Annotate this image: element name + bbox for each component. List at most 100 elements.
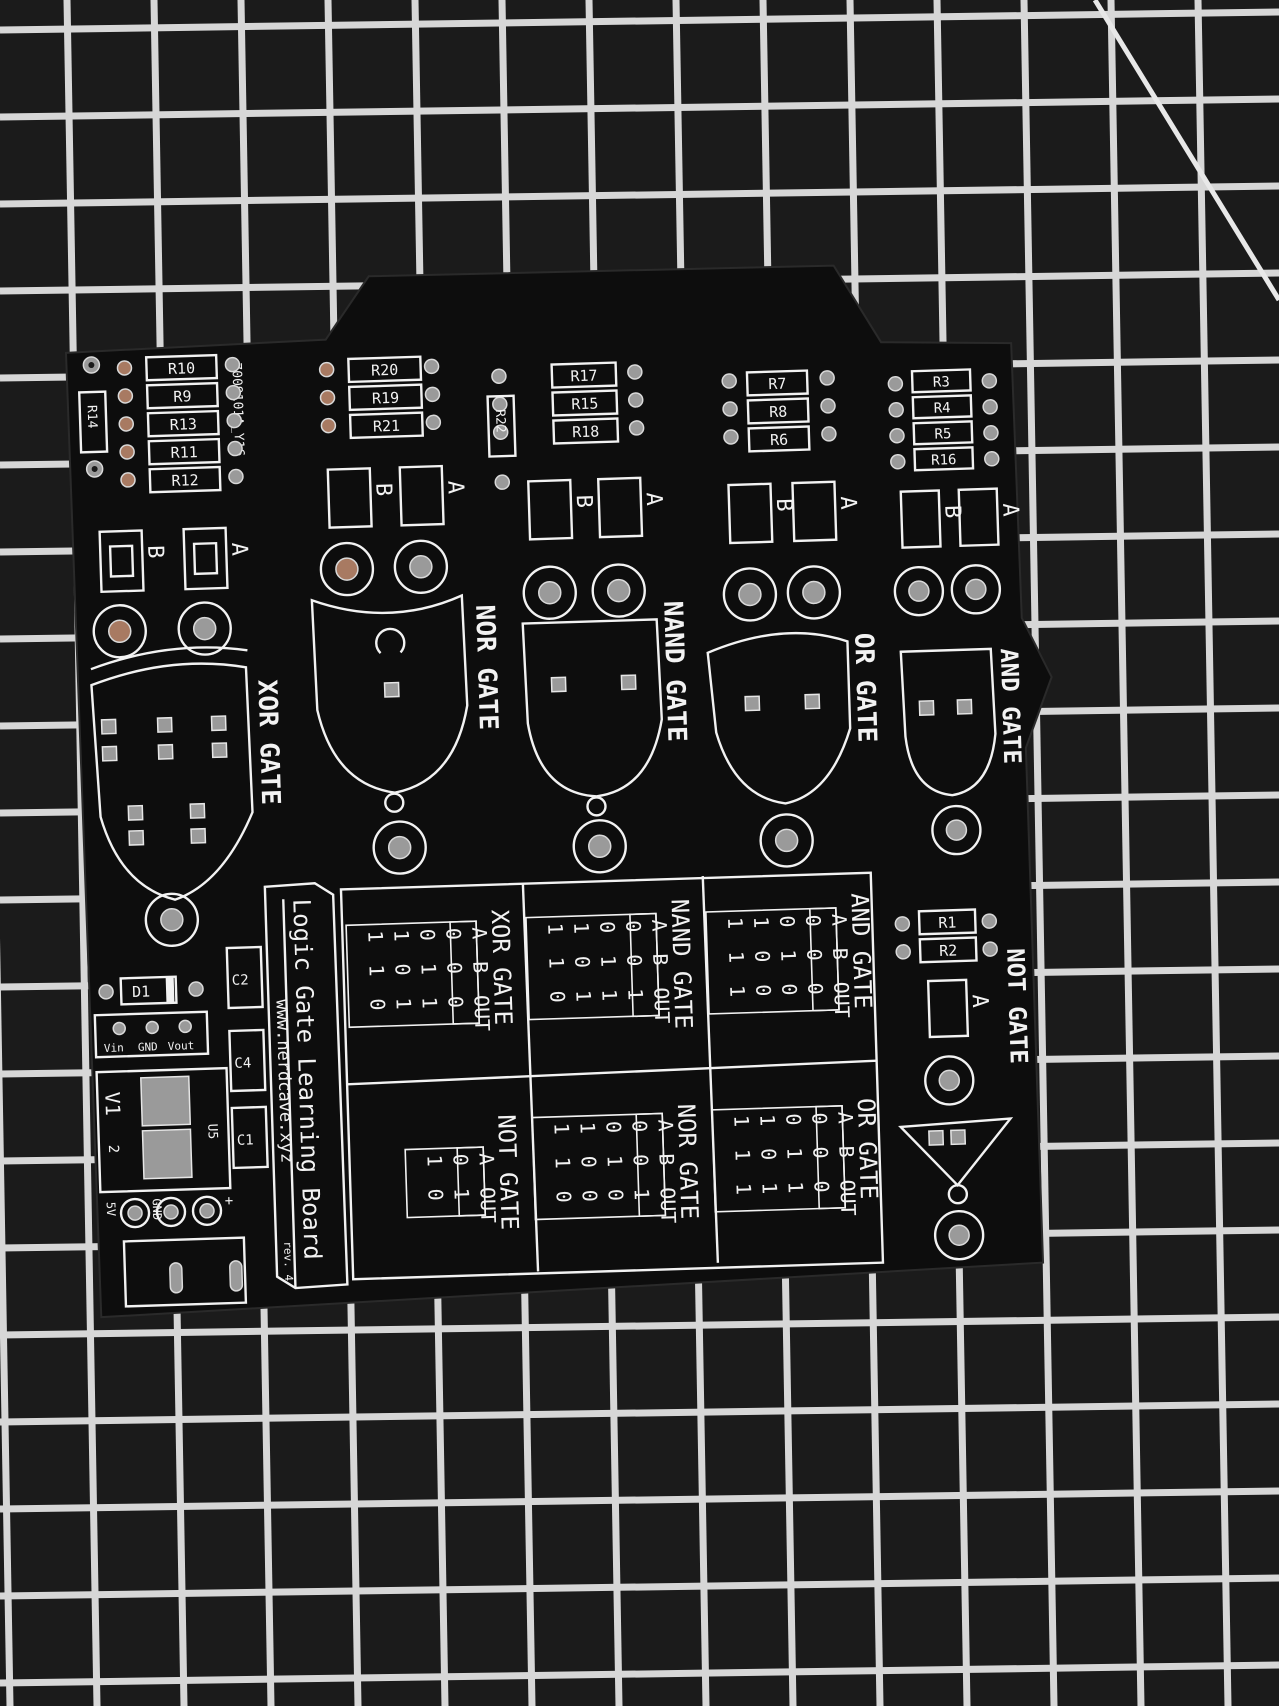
nor-table-cell: 0 — [576, 1155, 600, 1168]
nor-table-header: A — [653, 1119, 677, 1132]
xor-gate-symbol — [90, 662, 254, 901]
xor-table-header: OUT — [469, 995, 494, 1032]
and-label-a: A — [997, 503, 1022, 517]
not-table-cell: 1 — [422, 1154, 446, 1167]
resistor-label: R2 — [939, 941, 958, 960]
nor-button-b — [326, 467, 373, 529]
xor-label-a: A — [226, 542, 251, 556]
or-label-b: B — [771, 498, 796, 512]
not-table-cell: 0 — [423, 1188, 447, 1201]
not-table-header: OUT — [475, 1187, 500, 1224]
or-button-a — [791, 480, 838, 543]
nand-led-a — [591, 563, 646, 618]
or-table-cell: 1 — [757, 1182, 781, 1195]
xor-table-cell: 0 — [443, 996, 467, 1009]
or-table-cell: 1 — [755, 1114, 779, 1127]
resistor-outline — [550, 361, 618, 389]
resistor-outline — [918, 936, 978, 964]
xor-table-cell: 1 — [389, 929, 413, 942]
c2-outline — [225, 945, 264, 1010]
mat-grid-line — [0, 1400, 1279, 1426]
or-gate-label: OR GATE — [848, 632, 881, 742]
nand-table-cell: 1 — [596, 955, 620, 968]
nor-table-cell: 0 — [578, 1189, 602, 1202]
or-gate-symbol — [706, 631, 852, 805]
r22-label: R22 — [492, 409, 508, 433]
or-label-a: A — [835, 496, 860, 510]
r14-outline — [77, 390, 109, 454]
xor-output-led — [144, 892, 200, 947]
d1-outline — [119, 975, 178, 1006]
not-table-cell: 0 — [448, 1153, 472, 1166]
resistor-label: R3 — [933, 374, 950, 391]
and-table-box — [705, 907, 840, 1015]
nor-gate-symbol — [310, 593, 469, 794]
or-table-header: B — [834, 1145, 858, 1158]
dc-jack-pad-1 — [169, 1262, 184, 1294]
nand-bubble — [586, 796, 607, 817]
resistor-label: R16 — [931, 452, 957, 469]
xor-button-b-inner — [108, 544, 135, 578]
or-button-b — [727, 482, 774, 545]
and-table-cell: 1 — [724, 951, 748, 964]
header-5v — [119, 1197, 151, 1229]
d1-cathode-band — [165, 976, 175, 1003]
resistor-outline — [347, 383, 424, 412]
switch-outline — [95, 1066, 232, 1194]
mat-grid-line — [0, 8, 1279, 34]
nand-table-cell: 1 — [623, 988, 647, 1001]
xor-label-b: B — [142, 545, 167, 559]
and-table-cell: 1 — [749, 916, 773, 929]
nand-output-led — [572, 819, 627, 874]
mat-grid-line — [1194, 0, 1232, 1706]
mat-grid-line — [0, 1487, 1279, 1513]
xor-table-cell: 1 — [416, 962, 440, 975]
resistor-outline — [911, 394, 973, 420]
xor-table-title: XOR GATE — [486, 909, 518, 1025]
xor-button-a — [182, 526, 229, 591]
nor-table-cell: 1 — [549, 1122, 573, 1135]
nand-table-title: NAND GATE — [665, 898, 697, 1029]
nand-label-b: B — [571, 494, 596, 508]
switch-pad-2 — [141, 1128, 193, 1180]
resistor-label: R12 — [171, 471, 199, 490]
resistor-label: R11 — [170, 443, 198, 462]
nor-table-cell: 0 — [628, 1154, 652, 1167]
and-table-cell: 1 — [776, 949, 800, 962]
not-led-a — [924, 1055, 975, 1106]
and-table-cell: 0 — [801, 914, 825, 927]
resistor-label: R18 — [572, 422, 600, 441]
or-table-cell: 0 — [756, 1148, 780, 1161]
nor-label-b: B — [370, 483, 395, 497]
and-table-cell: 0 — [803, 982, 827, 995]
resistor-label: R10 — [168, 359, 196, 378]
resistor-outline — [552, 417, 620, 445]
xor-button-a-inner — [192, 541, 219, 576]
not-gate-label: NOT GATE — [1001, 948, 1033, 1064]
resistor-outline — [913, 446, 975, 472]
and-table-header: A — [827, 913, 851, 926]
resistor-outline — [746, 397, 810, 425]
and-table-cell: 1 — [723, 917, 747, 930]
xor-table-cell: 0 — [390, 963, 414, 976]
and-led-b — [893, 565, 945, 617]
nor-bubble — [384, 792, 405, 813]
mat-grid-line — [0, 1574, 1279, 1600]
u5-label: U5 — [204, 1123, 219, 1139]
xor-table-cell: 0 — [441, 928, 465, 941]
resistor-label: R15 — [571, 394, 599, 413]
resistor-label: R4 — [933, 400, 950, 417]
resistor-label: R20 — [371, 361, 399, 380]
resistor-outline — [912, 420, 974, 446]
title-strip-outline — [263, 882, 349, 1290]
resistor-outline — [145, 381, 219, 410]
resistor-outline — [146, 409, 220, 438]
xor-table-header: B — [468, 961, 492, 974]
and-button-b — [899, 489, 942, 549]
resistor-outline — [144, 353, 219, 382]
nand-table-cell: 1 — [571, 990, 595, 1003]
xor-table-cell: 1 — [363, 930, 387, 943]
